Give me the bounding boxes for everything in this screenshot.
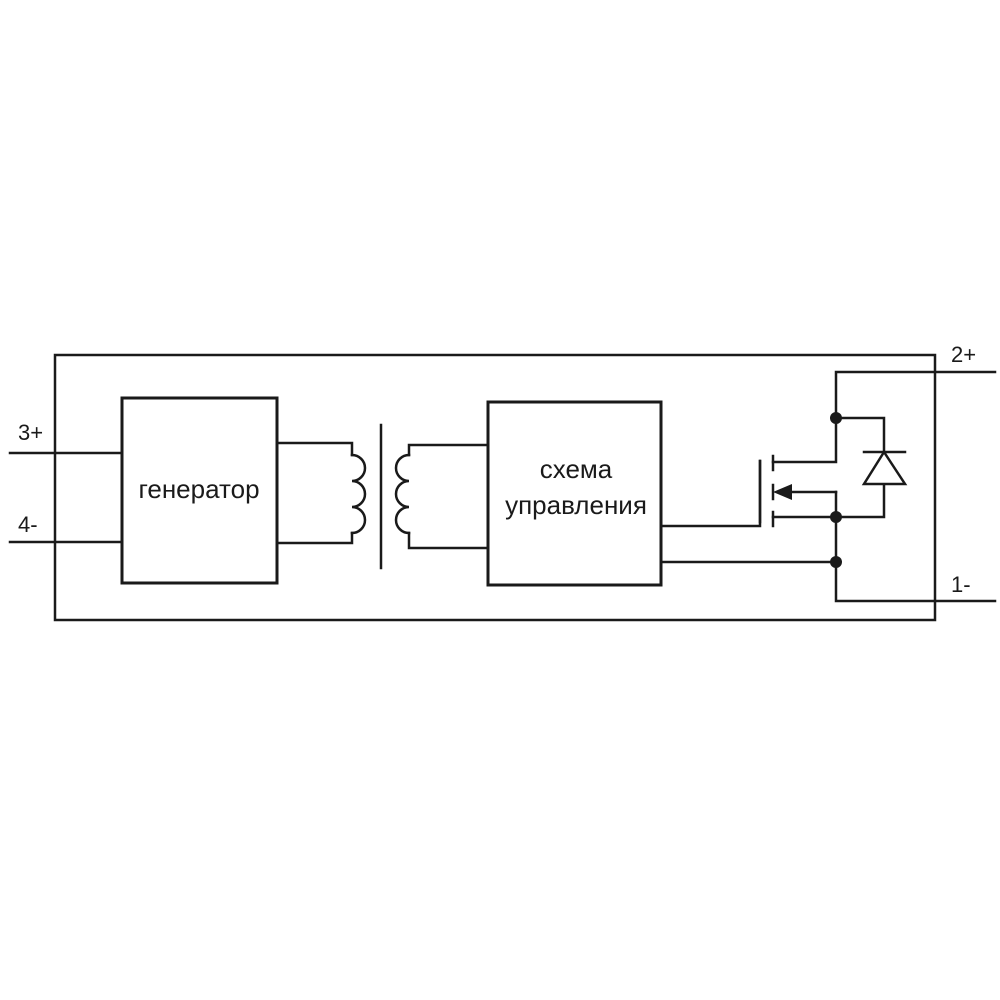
primary-winding — [350, 453, 367, 535]
terminal-2-plus-label: 2+ — [951, 342, 976, 367]
junction-dot — [830, 556, 842, 568]
enclosure-frame — [53, 353, 937, 622]
wire-diode-bottom — [834, 482, 886, 519]
secondary-winding — [394, 453, 411, 535]
junction-dot — [830, 511, 842, 523]
wire-gen-bottom — [275, 531, 354, 545]
terminal-3-plus-label: 3+ — [18, 420, 43, 445]
control-circuit-label-line1: схема — [540, 454, 613, 484]
wire-gen-top — [275, 441, 354, 457]
control-circuit-label-line2: управления — [505, 490, 647, 520]
wire-output-minus — [834, 560, 997, 603]
terminal-1-minus-label: 1- — [951, 572, 971, 597]
junction-dot — [830, 412, 842, 424]
mosfet-body-arrow — [773, 484, 792, 500]
wire-gate — [659, 459, 762, 528]
wire-sec-top — [407, 443, 490, 457]
wire-drain — [771, 416, 838, 464]
diode-triangle — [861, 449, 908, 486]
wire-output-plus — [834, 370, 997, 420]
control-circuit-block — [486, 400, 663, 587]
wire-diode-top — [834, 416, 886, 454]
wire-sec-bottom — [407, 531, 490, 550]
terminal-4-minus-label: 4- — [18, 512, 38, 537]
generator-block — [120, 396, 279, 585]
generator-label: генератор — [138, 474, 259, 504]
